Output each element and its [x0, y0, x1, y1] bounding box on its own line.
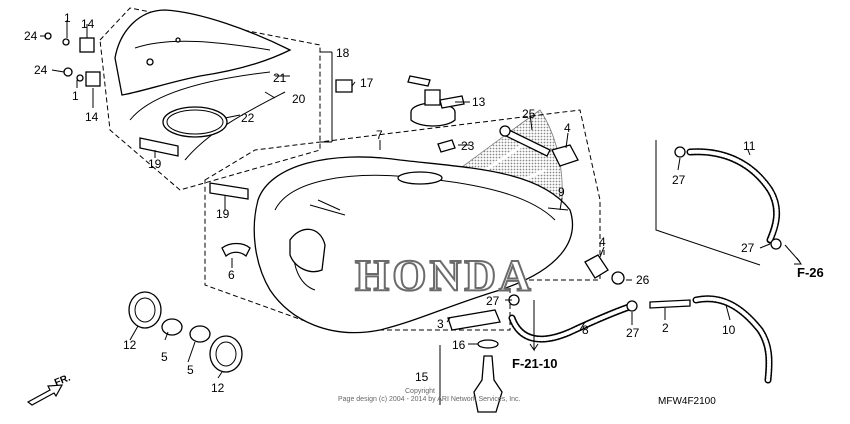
label-part-10: 10	[722, 323, 736, 337]
front-direction-arrow	[26, 384, 64, 406]
label-part-23: 23	[461, 139, 475, 153]
diagram-code: MFW4F2100	[658, 396, 716, 407]
cap-nut-right	[209, 335, 243, 373]
label-part-27d: 27	[626, 326, 640, 340]
label-part-13: 13	[472, 95, 486, 109]
label-part-11: 11	[743, 139, 756, 153]
label-part-17: 17	[360, 76, 374, 90]
honda-wordmark: HONDA	[355, 251, 534, 300]
label-part-12b: 12	[211, 381, 225, 395]
label-part-27b: 27	[741, 241, 755, 255]
label-part-5a: 5	[161, 350, 168, 364]
label-part-24a: 24	[24, 29, 38, 43]
label-part-4b: 4	[599, 235, 606, 249]
label-part-4a: 4	[564, 121, 571, 135]
fuel-meter	[473, 355, 503, 413]
label-part-5b: 5	[187, 363, 194, 377]
label-part-27a: 27	[672, 173, 686, 187]
label-part-8: 8	[582, 323, 589, 337]
label-part-15: 15	[415, 370, 429, 384]
label-part-6: 6	[228, 268, 235, 282]
cap-nut-left	[128, 291, 162, 329]
tank-group-outline	[204, 109, 601, 331]
copyright-line-1: Copyright	[405, 388, 435, 395]
label-part-20: 20	[292, 92, 306, 106]
tank-cover	[114, 9, 292, 96]
label-part-19b: 19	[216, 207, 230, 221]
label-part-2: 2	[662, 321, 669, 335]
label-part-24b: 24	[34, 63, 48, 77]
label-part-7: 7	[376, 128, 383, 142]
cover-group-outline	[99, 7, 321, 191]
front-direction-label: FR.	[53, 372, 72, 388]
label-part-27c: 27	[486, 294, 500, 308]
label-part-12a: 12	[123, 338, 137, 352]
label-part-14a: 14	[81, 17, 95, 31]
reference-f21-10: F-21-10	[512, 356, 558, 371]
label-part-9: 9	[558, 185, 565, 199]
label-part-14b: 14	[85, 110, 99, 124]
fuel-cap	[407, 75, 465, 127]
label-part-21: 21	[273, 71, 287, 85]
label-part-25: 25	[522, 107, 536, 121]
copyright-line-2: Page design (c) 2004 - 2014 by ARI Netwo…	[338, 396, 521, 403]
label-part-1a: 1	[64, 11, 71, 25]
label-part-1b: 1	[72, 89, 79, 103]
label-part-26: 26	[636, 273, 650, 287]
label-part-19a: 19	[148, 157, 162, 171]
fuel-tank	[253, 156, 574, 334]
label-part-16: 16	[452, 338, 466, 352]
label-part-3: 3	[437, 317, 444, 331]
label-part-18: 18	[336, 46, 350, 60]
reference-f26: F-26	[797, 265, 824, 280]
label-part-22: 22	[241, 111, 255, 125]
